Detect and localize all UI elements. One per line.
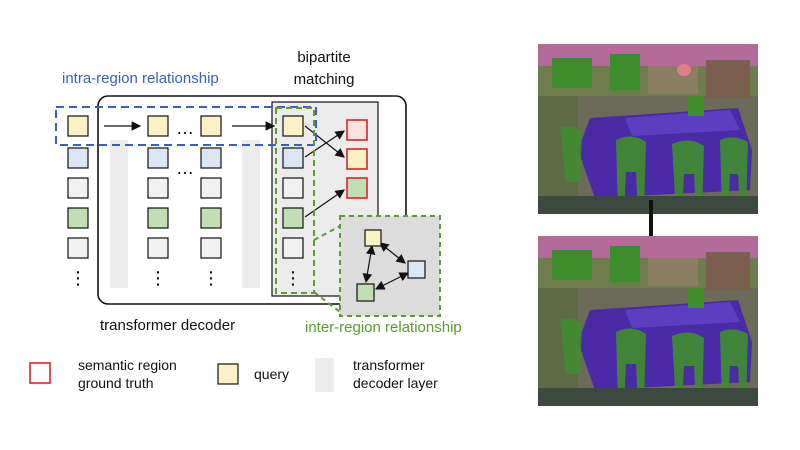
query-square [147,115,169,137]
query-square [67,177,89,199]
ground-truth-square [346,119,368,141]
query-square [200,237,222,259]
query-square [282,177,304,199]
matching-arrow [304,130,345,158]
query-square [282,147,304,169]
query-square [282,207,304,229]
legend-layer-swatch [315,358,334,392]
ellipsis: … [176,118,194,138]
query-square [200,147,222,169]
matching-arrow [304,125,345,158]
query-square [147,177,169,199]
graph-node-query [356,283,375,302]
segmentation-image-after [538,236,758,406]
query-square [200,115,222,137]
vdots: ⋮ [149,268,167,288]
ground-truth-square [346,148,368,170]
legend-query-swatch [217,363,239,385]
query-square [200,207,222,229]
bipartite-label-line2: matching [294,71,355,88]
inter-region-connector [313,225,341,241]
ellipsis: … [176,158,194,178]
graph-node-query [364,229,382,247]
graph-node-query [407,260,426,279]
decoder-layer-bar [110,140,128,288]
intra-region-label: intra-region relationship [62,70,219,87]
query-square [67,207,89,229]
query-square [147,237,169,259]
relation-edge [362,244,376,284]
query-square [147,147,169,169]
query-square [282,237,304,259]
query-square [67,147,89,169]
ground-truth-square [346,177,368,199]
legend-query-label: query [254,366,289,382]
legend-gt-line1: semantic region [78,357,177,373]
query-square [147,207,169,229]
query-square [67,237,89,259]
relation-edge [374,272,410,290]
query-square [200,177,222,199]
segmentation-image-before [538,44,758,214]
query-square [67,115,89,137]
vdots: ⋮ [202,268,220,288]
decoder-layer-bar [242,140,260,288]
inter-region-selection [275,107,315,294]
legend-gt-line2: ground truth [78,375,154,391]
relation-edge [379,242,406,264]
vdots: ⋮ [284,268,302,288]
legend-layer-line1: transformer [353,357,425,373]
inter-region-label: inter-region relationship [305,319,462,336]
legend-gt-swatch [29,362,51,384]
query-square [282,115,304,137]
legend-layer-line2: decoder layer [353,375,438,391]
matching-arrow [304,189,345,218]
bipartite-label-line1: bipartite [297,49,350,66]
vdots: ⋮ [69,268,87,288]
transformer-decoder-box [97,95,407,305]
inter-region-connector [313,291,341,313]
transformer-decoder-label: transformer decoder [100,317,235,334]
intra-region-box [55,106,317,146]
